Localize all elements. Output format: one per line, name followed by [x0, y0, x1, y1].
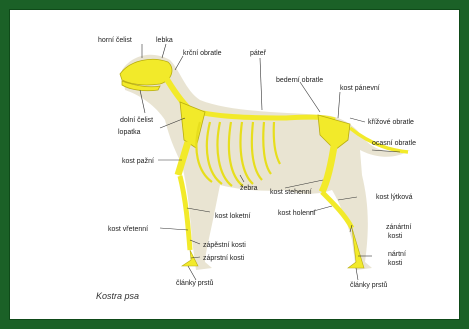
- diagram-caption: Kostra psa: [96, 291, 139, 301]
- label-zaprstni-kosti: záprstní kosti: [203, 255, 245, 262]
- label-kost-pazni: kost pažní: [122, 158, 154, 165]
- label-lebka: lebka: [156, 37, 173, 44]
- label-krcni-obratle: krční obratle: [183, 50, 222, 57]
- skull-bone: [120, 59, 172, 85]
- label-zanartni-kosti-line1: zánártní: [386, 224, 411, 231]
- label-horni-celist: horní čelist: [98, 37, 132, 44]
- label-kost-stehenni: kost stehenní: [270, 189, 312, 196]
- label-lopatka: lopatka: [118, 129, 141, 136]
- label-zapestni-kosti: zápěstní kosti: [203, 242, 246, 249]
- label-nartni-kosti-line2: kosti: [388, 260, 403, 267]
- label-kost-loketni: kost loketní: [215, 213, 250, 220]
- label-pater: páteř: [250, 50, 267, 57]
- label-dolni-celist: dolní čelist: [120, 117, 153, 124]
- label-kost-panevni: kost pánevní: [340, 85, 380, 92]
- label-kost-lytkova: kost lýtková: [376, 194, 413, 201]
- label-kost-vretenni: kost vřetenní: [108, 226, 148, 233]
- label-krizove-obratle: křížové obratle: [368, 119, 414, 126]
- label-clanky-prstu-front: články prstů: [176, 279, 213, 287]
- label-bederni-obratle: bederní obratle: [276, 77, 323, 84]
- label-clanky-prstu-hind: články prstů: [350, 281, 387, 289]
- label-zanartni-kosti-line2: kosti: [388, 233, 403, 240]
- label-zebra: žebra: [240, 185, 258, 192]
- label-kost-holenni: kost holenní: [278, 210, 316, 217]
- label-nartni-kosti-line1: nártní: [388, 251, 406, 258]
- label-ocasni-obratle: ocasní obratle: [372, 140, 416, 147]
